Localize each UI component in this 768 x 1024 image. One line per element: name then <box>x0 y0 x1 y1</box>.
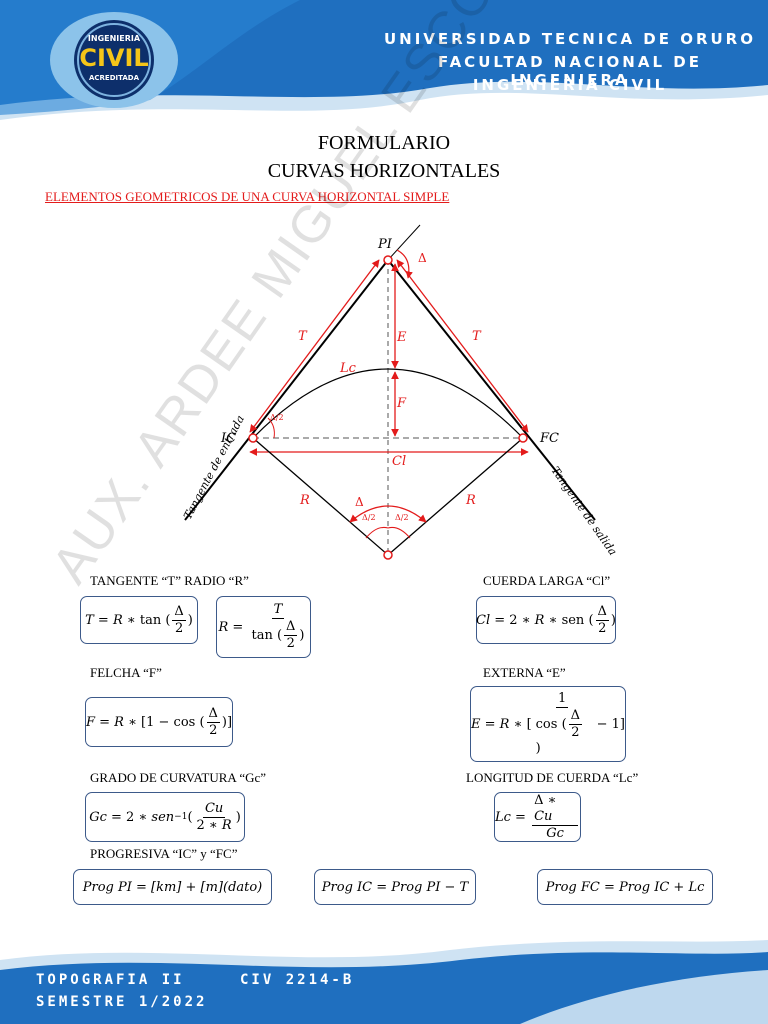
label-tangent-radius: TANGENTE “T” RADIO “R” <box>90 573 249 588</box>
label-t-right: T <box>472 329 482 344</box>
label-cl: Cl <box>392 454 406 469</box>
logo-bottom-text: ACREDITADA <box>88 74 140 82</box>
logo-top-text: INGENIERIA <box>87 34 141 43</box>
label-f: F <box>396 396 407 411</box>
curve-diagram: PI Δ T T E F Lc Cl IC FC R R Δ Δ/2 Δ/2 Δ… <box>181 224 620 560</box>
footer-semester: SEMESTRE 1/2022 <box>36 994 208 1010</box>
label-half-delta-ic: Δ/2 <box>270 413 284 422</box>
logo: INGENIERIA CIVIL ACREDITADA <box>48 10 180 110</box>
label-felcha: FELCHA “F” <box>90 665 162 680</box>
label-delta-bottom: Δ <box>355 495 364 509</box>
label-half-delta-left: Δ/2 <box>362 513 376 522</box>
label-e: E <box>396 330 407 345</box>
footer-background <box>0 940 768 1024</box>
t-left-arrow <box>249 259 380 433</box>
radius-left <box>252 437 389 556</box>
faculty-name: FACULTAD NACIONAL DE INGENIERA <box>438 53 702 89</box>
label-ic: IC <box>220 431 236 446</box>
label-delta-top: Δ <box>418 251 427 265</box>
formula-prog-pi: Prog PI = [km] + [m](dato) <box>73 869 272 905</box>
label-r-right: R <box>465 493 476 508</box>
footer-course: TOPOGRAFIA II <box>36 972 185 988</box>
label-half-delta-right: Δ/2 <box>395 513 409 522</box>
label-external: EXTERNA “E” <box>483 665 566 680</box>
formula-prog-fc: Prog FC = Prog IC + Lc <box>537 869 713 905</box>
label-degree: GRADO DE CURVATURA “Gc” <box>90 770 267 785</box>
label-pi: PI <box>377 237 393 252</box>
label-fc: FC <box>539 431 559 446</box>
radius-right <box>387 437 524 556</box>
university-name: UNIVERSIDAD TECNICA DE ORURO <box>383 30 756 48</box>
label-r-left: R <box>299 493 310 508</box>
page-subtitle: CURVAS HORIZONTALES <box>267 160 501 182</box>
career-name: INGENIERIA CIVIL <box>472 76 668 94</box>
label-lc: Lc <box>339 361 357 376</box>
curve-arc <box>252 368 524 439</box>
t-right-arrow <box>396 259 529 433</box>
logo-main-text: CIVIL <box>79 44 149 72</box>
label-progressive: PROGRESIVA “IC” y “FC” <box>90 846 238 861</box>
label-chord: CUERDA LARGA “Cl” <box>483 573 611 588</box>
formula-prog-ic: Prog IC = Prog PI − T <box>314 869 476 905</box>
label-t-left: T <box>298 329 308 344</box>
label-tangent-out: Tangente de salida <box>549 464 620 558</box>
section-heading: ELEMENTOS GEOMETRICOS DE UNA CURVA HORIZ… <box>45 189 450 204</box>
page-title: FORMULARIO <box>317 132 451 154</box>
footer-code: CIV 2214-B <box>240 972 355 988</box>
label-arc-length: LONGITUD DE CUERDA “Lc” <box>466 770 639 785</box>
